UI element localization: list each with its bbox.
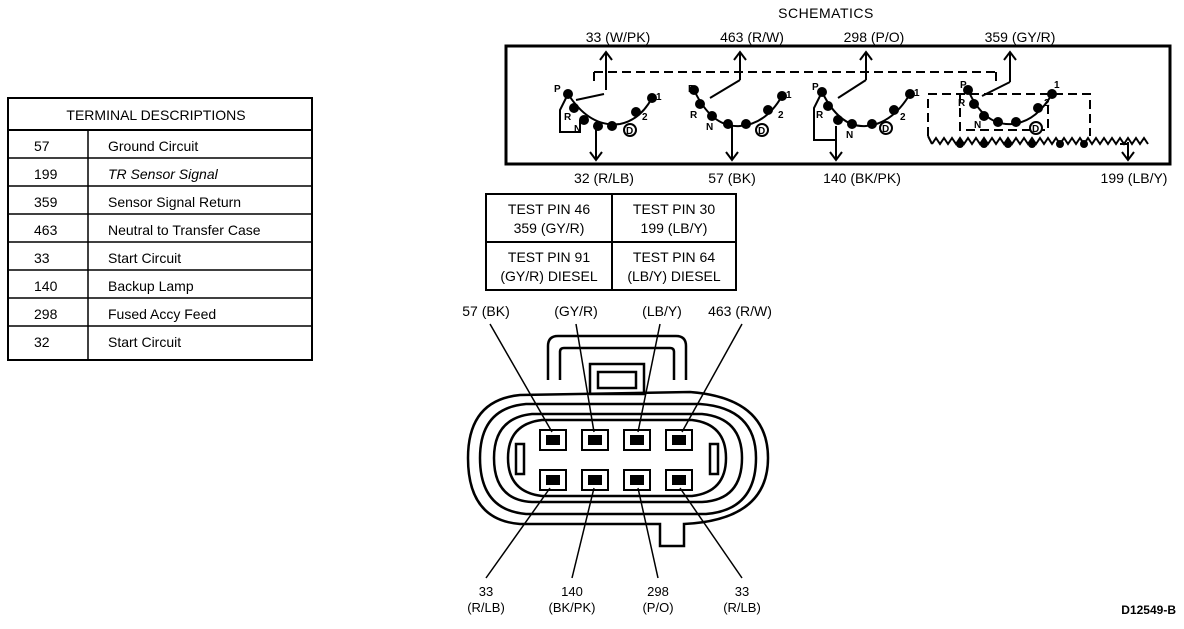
terminal-num: 298 xyxy=(34,306,58,322)
position-letter: D xyxy=(882,124,889,135)
schematic-top-label: 33 (W/PK) xyxy=(586,29,651,45)
terminal-desc: Start Circuit xyxy=(108,250,181,266)
test-pin-label: TEST PIN 46 xyxy=(508,201,590,217)
position-letter: 1 xyxy=(1054,80,1060,91)
schematic-bottom-label: 32 (R/LB) xyxy=(574,170,634,186)
connector-bottom-color: (R/LB) xyxy=(723,600,761,615)
position-letter: R xyxy=(816,110,824,121)
terminal-desc: Ground Circuit xyxy=(108,138,198,154)
position-letter: P xyxy=(688,84,695,95)
terminal-desc: Backup Lamp xyxy=(108,278,194,294)
position-letter: 2 xyxy=(642,112,648,123)
position-letter: 2 xyxy=(778,110,784,121)
position-letter: 1 xyxy=(914,88,920,99)
test-pin-table: TEST PIN 46 359 (GY/R) TEST PIN 30 199 (… xyxy=(485,193,737,291)
connector-bottom-color: (BK/PK) xyxy=(549,600,596,615)
position-letter: D xyxy=(758,126,765,137)
position-letter: N xyxy=(706,122,713,133)
test-pin-circuit: 359 (GY/R) xyxy=(514,220,585,236)
terminal-desc: Neutral to Transfer Case xyxy=(108,222,261,238)
switch-2: P R N D 2 1 xyxy=(688,79,792,137)
connector-top-label: 57 (BK) xyxy=(462,303,509,319)
position-letter: 2 xyxy=(1044,98,1050,109)
terminal-num: 463 xyxy=(34,222,58,238)
terminal-cavities xyxy=(539,429,693,491)
test-pin-label: TEST PIN 30 xyxy=(633,201,715,217)
schematic-top-label: 463 (R/W) xyxy=(720,29,784,45)
connector-bottom-num: 140 xyxy=(561,584,583,599)
terminal-desc: Sensor Signal Return xyxy=(108,194,241,210)
connector-bottom-color: (R/LB) xyxy=(467,600,505,615)
connector-bottom-num: 33 xyxy=(735,584,749,599)
test-pin-label: TEST PIN 91 xyxy=(508,249,590,265)
position-letter: N xyxy=(974,120,981,131)
connector-top-label: (LB/Y) xyxy=(642,303,682,319)
position-letter: P xyxy=(960,80,967,91)
switch-4: P R N D 2 1 xyxy=(927,80,1149,148)
schematic: SCHEMATICS 33 (W/PK) 463 (R/W) 298 (P/O)… xyxy=(504,5,1172,186)
terminal-desc: TR Sensor Signal xyxy=(108,166,219,182)
terminal-num: 33 xyxy=(34,250,50,266)
schematic-bottom-label: 140 (BK/PK) xyxy=(823,170,901,186)
switch-3: P R N D 2 1 xyxy=(812,79,920,141)
test-pin-circuit: 199 (LB/Y) xyxy=(641,220,708,236)
position-letter: P xyxy=(812,82,819,93)
position-letter: 1 xyxy=(786,90,792,101)
connector-top-label: (GY/R) xyxy=(554,303,598,319)
schematic-top-label: 359 (GY/R) xyxy=(985,29,1056,45)
schematic-top-label: 298 (P/O) xyxy=(844,29,905,45)
terminal-num: 199 xyxy=(34,166,58,182)
figure-code: D12549-B xyxy=(1121,603,1176,617)
table-title: TERMINAL DESCRIPTIONS xyxy=(66,107,245,123)
terminal-num: 57 xyxy=(34,138,50,154)
position-letter: N xyxy=(846,130,853,141)
position-letter: R xyxy=(958,98,966,109)
schematic-bottom-label: 57 (BK) xyxy=(708,170,755,186)
schematic-bottom-label: 199 (LB/Y) xyxy=(1101,170,1168,186)
position-letter: 1 xyxy=(656,92,662,103)
position-letter: R xyxy=(690,110,698,121)
test-pin-label: TEST PIN 64 xyxy=(633,249,715,265)
terminal-num: 140 xyxy=(34,278,58,294)
connector-bottom-color: (P/O) xyxy=(642,600,673,615)
connector-top-label: 463 (R/W) xyxy=(708,303,772,319)
terminal-desc: Start Circuit xyxy=(108,334,181,350)
test-pin-circuit: (LB/Y) DIESEL xyxy=(627,268,721,284)
position-letter: P xyxy=(554,84,561,95)
position-letter: R xyxy=(564,112,572,123)
schematic-title: SCHEMATICS xyxy=(778,5,874,21)
position-letter: D xyxy=(1032,124,1039,135)
position-letter: N xyxy=(574,124,581,135)
terminal-desc: Fused Accy Feed xyxy=(108,306,216,322)
switch-1: P R N D 2 1 xyxy=(554,84,662,137)
terminal-descriptions-table: TERMINAL DESCRIPTIONS 57 Ground Circuit … xyxy=(7,97,313,361)
connector-bottom-num: 33 xyxy=(479,584,493,599)
position-letter: D xyxy=(626,126,633,137)
test-pin-circuit: (GY/R) DIESEL xyxy=(500,268,597,284)
connector-bottom-num: 298 xyxy=(647,584,669,599)
connector: 57 (BK) (GY/R) (LB/Y) 463 (R/W) xyxy=(462,303,772,615)
terminal-num: 32 xyxy=(34,334,50,350)
position-letter: 2 xyxy=(900,112,906,123)
terminal-num: 359 xyxy=(34,194,58,210)
